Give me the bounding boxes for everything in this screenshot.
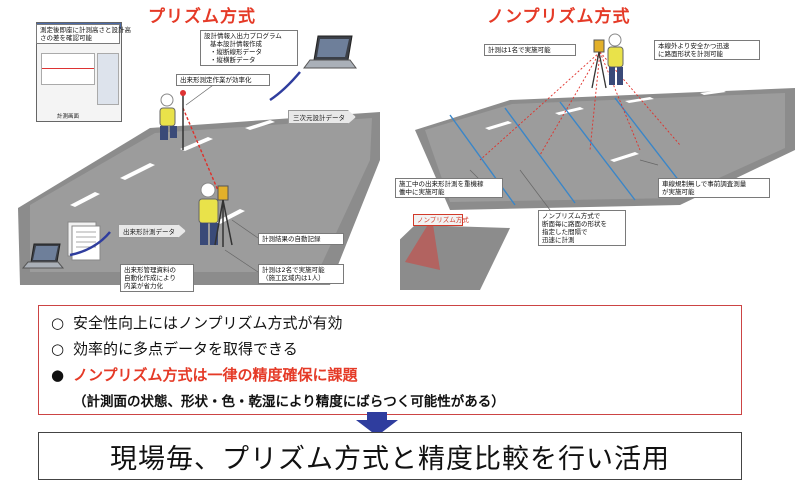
screen-note-callout: 測定後即座に計測高さと設計高 さの差を確認可能 xyxy=(36,24,131,44)
record-callout: 計測結果の自動記録 xyxy=(258,233,344,245)
summary-box: ○ 安全性向上にはノンプリズム方式が有効 ○ 効率的に多点データを取得できる ●… xyxy=(38,305,742,415)
nonprism-surveyor xyxy=(591,33,624,89)
screen-graph xyxy=(41,53,95,85)
inset-tag: ノンプリズム方式 xyxy=(413,214,469,226)
prism-title: プリズム方式 xyxy=(148,7,256,27)
staff-callout: 計測は2名で実施可能 （施工区域内は1人） xyxy=(258,264,344,284)
construction-callout: 施工中の出来形計測を重機稼 働中に実施可能 xyxy=(395,178,503,198)
document-callout: 出来形管理資料の 自動化作成により 内業が省力化 xyxy=(120,264,194,292)
calc-data-tag: 出来形計測データ xyxy=(118,224,186,238)
outside-callout: 本線外より安全かつ迅速 に路面形状を計測可能 xyxy=(654,40,760,60)
prism-pole-worker xyxy=(159,90,186,150)
program-callout: 設計情報入出力プログラム 基本設計情報作成 ・縦断線形データ ・縦横断データ xyxy=(200,30,298,66)
one-person-callout: 計測は1名で実施可能 xyxy=(484,44,576,56)
total-station-worker xyxy=(198,182,233,247)
inset-scan-cone xyxy=(405,218,440,270)
laptop-icon xyxy=(21,243,65,269)
bullet-text: ノンプリズム方式は一律の精度確保に課題 xyxy=(73,366,358,384)
bullet-mark: ○ xyxy=(51,313,65,332)
inset-road xyxy=(400,225,510,290)
conclusion-text: 現場毎、プリズム方式と精度比較を行い活用 xyxy=(110,443,670,475)
conclusion-box: 現場毎、プリズム方式と精度比較を行い活用 xyxy=(38,432,742,480)
bullet-mark: ○ xyxy=(51,339,65,358)
bullet-note: （計測面の状態、形状・色・乾湿により精度にばらつく可能性がある） xyxy=(73,394,505,410)
laptop-icon xyxy=(303,35,357,69)
bullet-row-emphasis: ● ノンプリズム方式は一律の精度確保に課題 xyxy=(51,364,358,385)
prism-laser-line xyxy=(182,107,223,201)
nonprism-lane-marks xyxy=(485,90,726,162)
bullet-text: 安全性向上にはノンプリズム方式が有効 xyxy=(73,314,343,332)
method-callout: ノンプリズム方式で 断面毎に路面の形状を 指定した間隔で 迅速に計測 xyxy=(538,210,626,246)
bullet-row: ○ 効率的に多点データを取得できる xyxy=(51,338,298,359)
down-arrow-icon xyxy=(356,412,398,436)
flow-arrows xyxy=(69,71,301,257)
screen-panel xyxy=(97,53,119,105)
bullet-mark: ● xyxy=(51,365,65,384)
screen-footer: 計測画面 xyxy=(57,114,80,120)
bullet-text: 効率的に多点データを取得できる xyxy=(73,340,298,358)
precheck-callout: 車線規制無しで事前調査測量 が実施可能 xyxy=(658,178,770,198)
nonprism-road-surface xyxy=(425,93,785,202)
data3d-tag: 三次元設計データ xyxy=(288,110,356,124)
bullet-row: ○ 安全性向上にはノンプリズム方式が有効 xyxy=(51,312,343,333)
nonprism-title: ノンプリズム方式 xyxy=(487,7,631,27)
efficiency-callout: 出来形測定作業が効率化 xyxy=(176,74,270,86)
